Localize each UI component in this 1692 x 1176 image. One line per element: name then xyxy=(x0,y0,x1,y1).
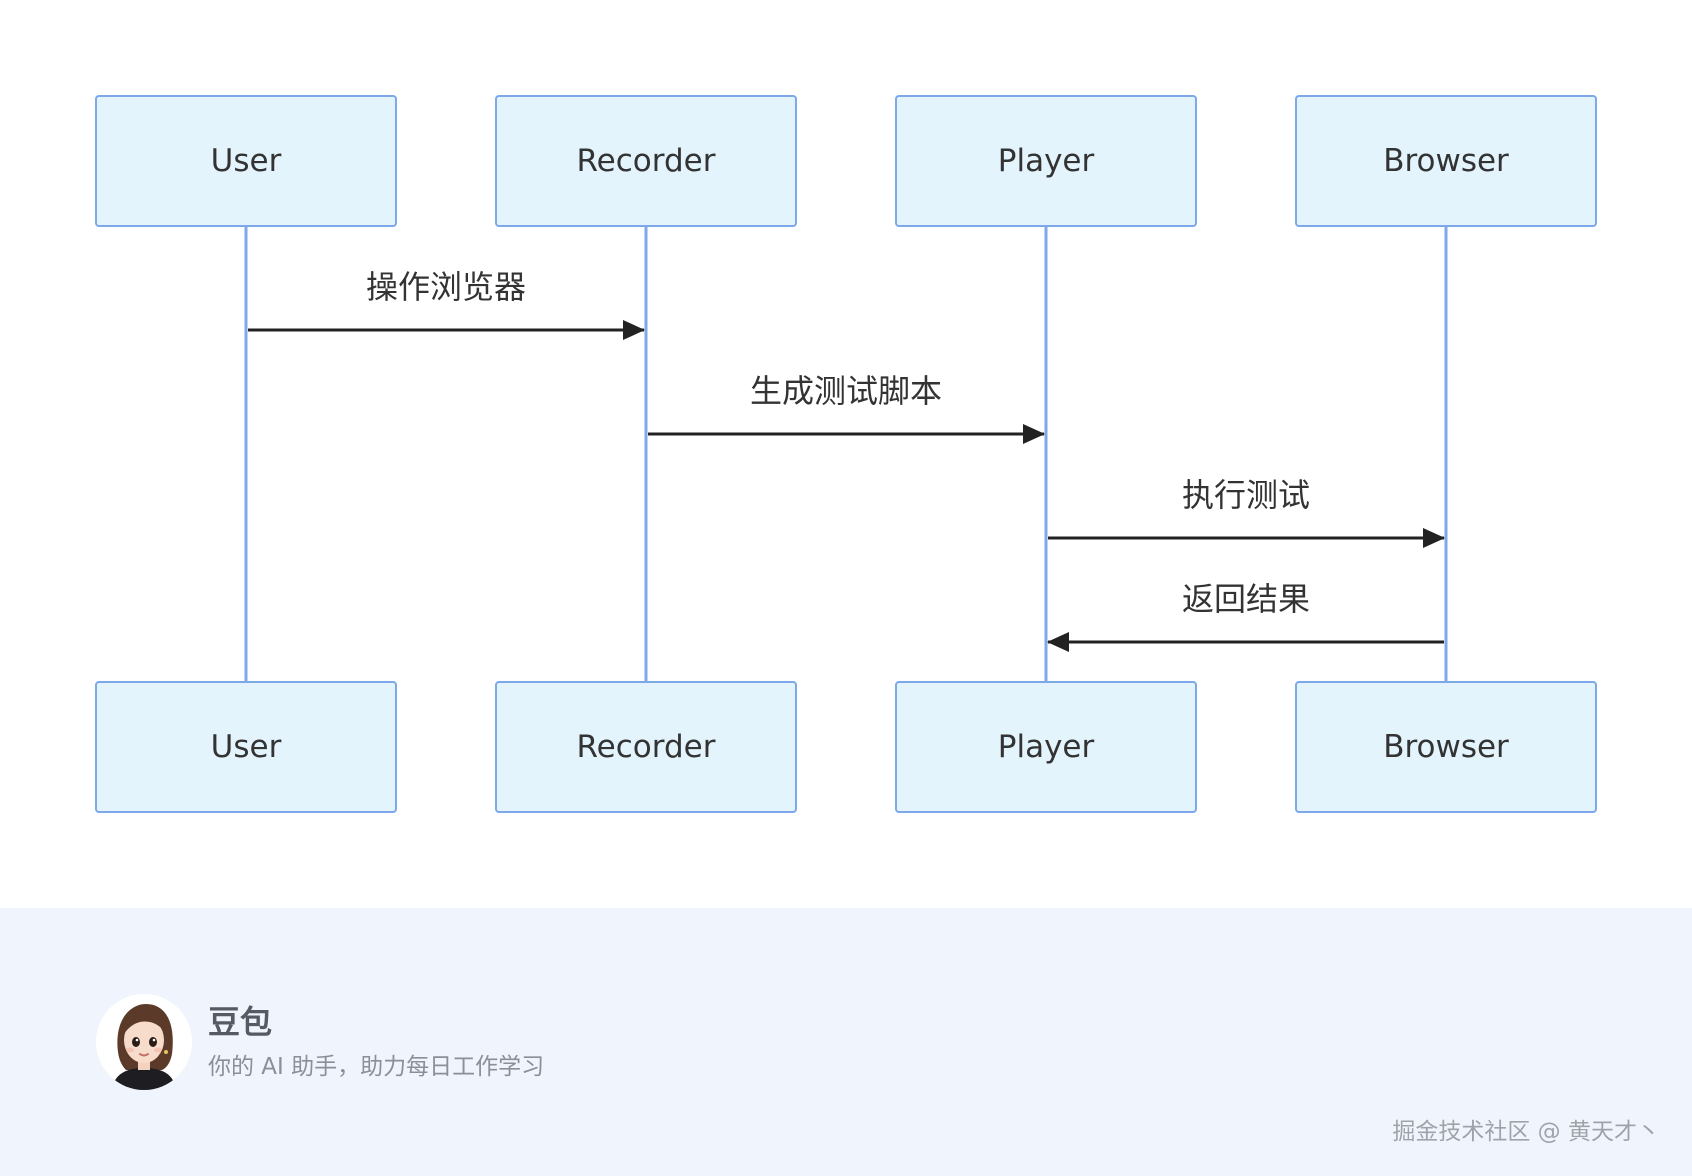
watermark: 掘金技术社区 @ 黄天才丶 xyxy=(1392,1119,1660,1145)
actor-box xyxy=(495,95,797,227)
actor-label: Recorder xyxy=(577,729,716,765)
diagram-canvas: UserUserRecorderRecorderPlayerPlayerBrow… xyxy=(95,95,1597,813)
actor-player-bottom: Player xyxy=(895,681,1197,813)
actor-recorder-bottom: Recorder xyxy=(495,681,797,813)
actor-box xyxy=(95,95,397,227)
actor-label: Browser xyxy=(1383,143,1509,179)
message-label: 执行测试 xyxy=(1182,476,1310,514)
avatar xyxy=(96,994,192,1090)
actor-box xyxy=(895,681,1197,813)
actor-box xyxy=(495,681,797,813)
actor-user-top: User xyxy=(95,95,397,227)
actor-box xyxy=(1295,95,1597,227)
message-label: 操作浏览器 xyxy=(366,268,526,306)
brand-tagline: 你的 AI 助手，助力每日工作学习 xyxy=(208,1054,545,1080)
actor-player-top: Player xyxy=(895,95,1197,227)
message-label: 生成测试脚本 xyxy=(750,372,942,410)
actor-label: User xyxy=(211,143,282,179)
actor-box xyxy=(895,95,1197,227)
actor-box xyxy=(1295,681,1597,813)
message-label: 返回结果 xyxy=(1182,580,1310,618)
actor-browser-top: Browser xyxy=(1295,95,1597,227)
actor-recorder-top: Recorder xyxy=(495,95,797,227)
footer: 豆包 你的 AI 助手，助力每日工作学习 掘金技术社区 @ 黄天才丶 xyxy=(0,908,1692,1176)
actor-label: Player xyxy=(998,729,1095,765)
actor-box xyxy=(95,681,397,813)
actor-user-bottom: User xyxy=(95,681,397,813)
actor-label: Player xyxy=(998,143,1095,179)
brand-name: 豆包 xyxy=(208,1003,273,1041)
actor-label: User xyxy=(211,729,282,765)
actor-browser-bottom: Browser xyxy=(1295,681,1597,813)
actor-label: Browser xyxy=(1383,729,1509,765)
actor-label: Recorder xyxy=(577,143,716,179)
